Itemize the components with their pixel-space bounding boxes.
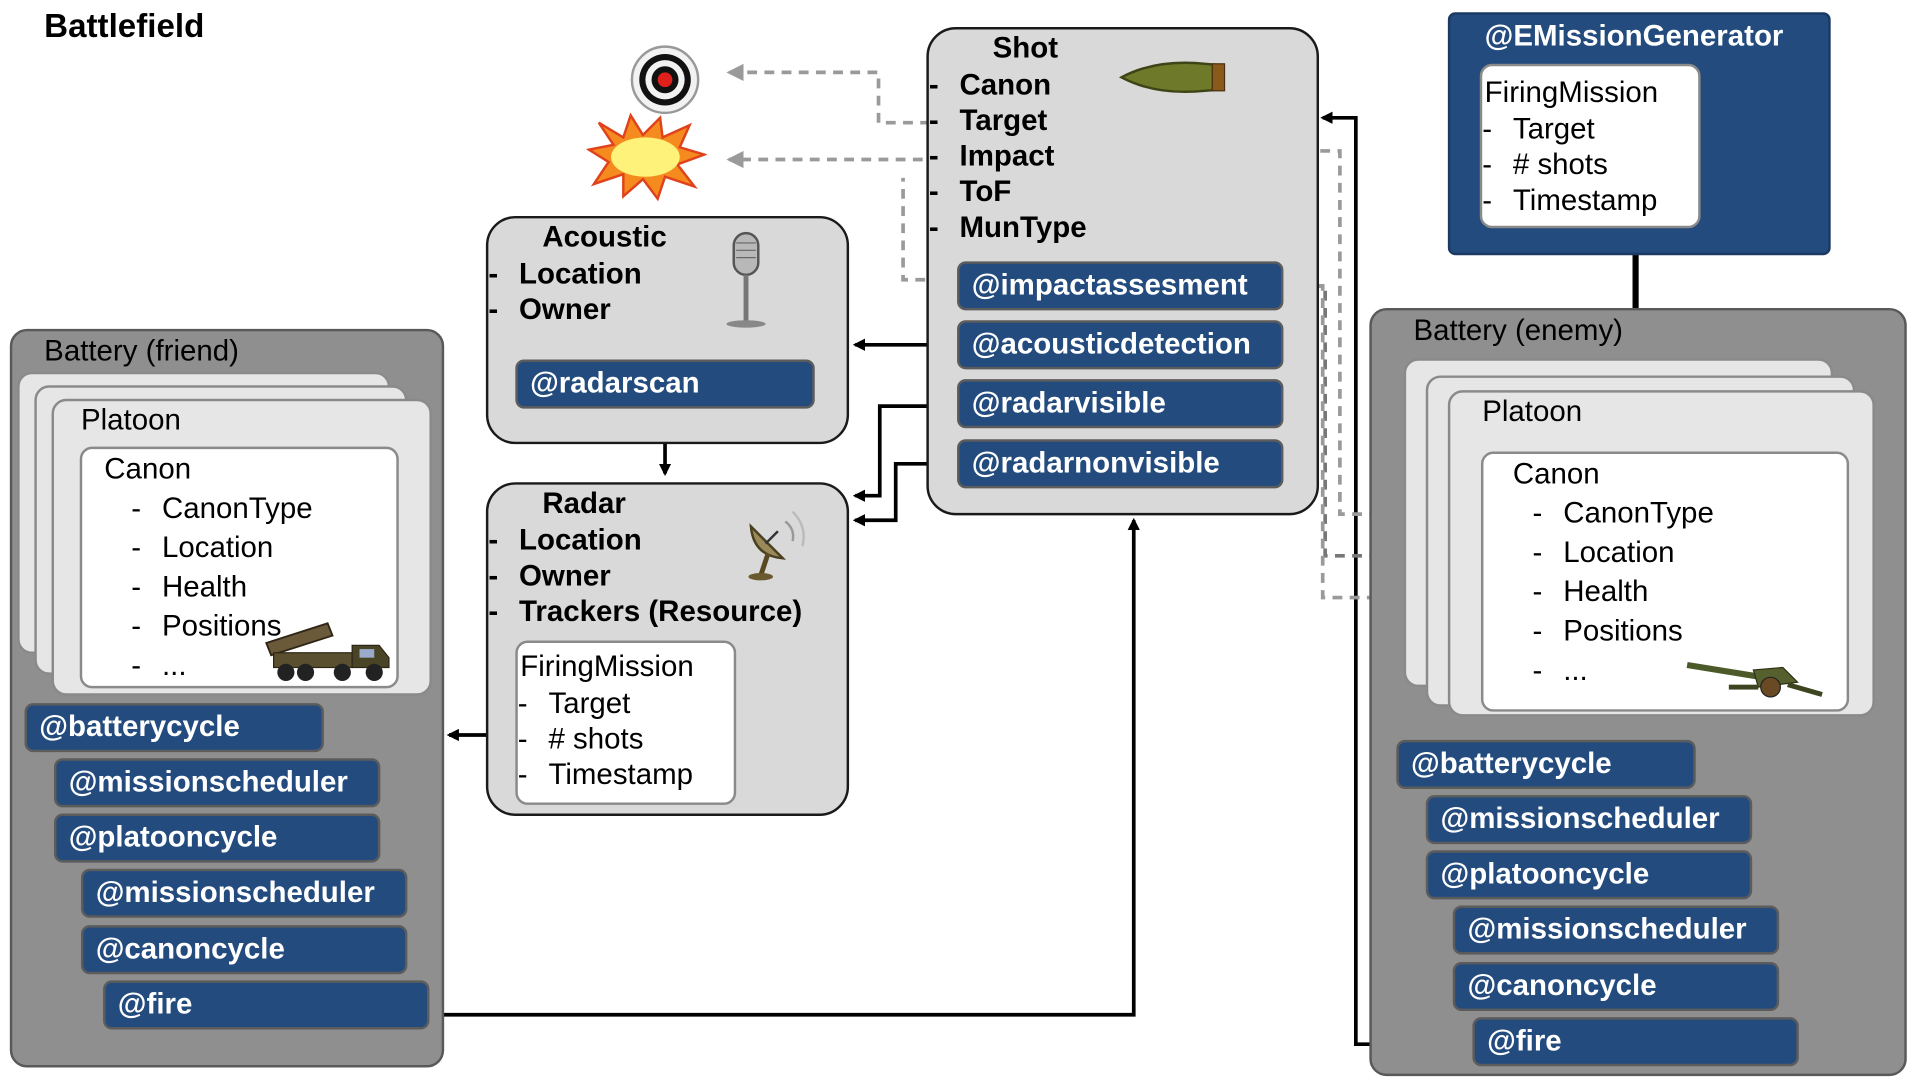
- canon-field: -Location: [131, 531, 274, 565]
- enemy-canoncycle-event[interactable]: @canoncycle: [1452, 961, 1780, 1012]
- explosion-icon: [586, 112, 707, 202]
- canon-field: -Positions: [1532, 614, 1683, 648]
- acoustic-field: -Owner: [488, 293, 611, 327]
- platoon-enemy-title: Platoon: [1482, 395, 1583, 429]
- friend-platoon-missionscheduler-event[interactable]: @missionscheduler: [80, 868, 408, 918]
- diagram-title: Battlefield: [44, 7, 205, 45]
- radar-fields: -Location -Owner -Trackers (Resource): [488, 523, 802, 630]
- platoon-friend-title: Platoon: [80, 403, 181, 437]
- firingmission-field: -Target: [517, 687, 631, 721]
- firingmission-field: -Timestamp: [1482, 184, 1658, 218]
- radar-title: Radar: [542, 487, 626, 521]
- radarscan-event[interactable]: @radarscan: [515, 359, 815, 409]
- canon-field: -...: [131, 649, 187, 683]
- howitzer-icon: [1686, 662, 1823, 698]
- canon-field: -...: [1532, 653, 1588, 688]
- acoustic-title: Acoustic: [542, 220, 667, 254]
- satellite-dish-icon: [748, 510, 805, 581]
- shot-field: -Canon: [928, 68, 1052, 102]
- friend-fire-arrow: [431, 517, 1140, 1017]
- canon-friend-title: Canon: [104, 452, 192, 486]
- battery-enemy-title: Battery (enemy): [1413, 314, 1623, 348]
- radar-field: -Trackers (Resource): [488, 595, 803, 629]
- shot-title: Shot: [992, 31, 1059, 66]
- firingmission-field: -Target: [1482, 112, 1595, 147]
- target-icon: [630, 45, 700, 115]
- rocket-launcher-icon: [265, 622, 390, 681]
- canon-field: -Location: [1532, 536, 1675, 570]
- radarnonvisible-arrow: [852, 461, 958, 527]
- shot-field: -Impact: [928, 139, 1055, 174]
- emissiongenerator-title: @EMissionGenerator: [1484, 19, 1784, 53]
- canon-field: -Health: [131, 570, 248, 604]
- canon-enemy-fields: -CanonType -Location -Health -Positions …: [1533, 494, 1714, 690]
- shot-fields: -Canon -Target -Impact -ToF -MunType: [929, 67, 1087, 245]
- radar-firingmission: FiringMission -Target -# shots -Timestam…: [515, 640, 737, 805]
- enemy-platoon-missionscheduler-event[interactable]: @missionscheduler: [1452, 905, 1780, 955]
- acoustic-box: Acoustic -Location -Owner: [485, 215, 850, 445]
- acousticdetection-event[interactable]: @acousticdetection: [957, 320, 1284, 370]
- acoustic-fields: -Location -Owner: [488, 256, 641, 327]
- enemy-missionscheduler-event[interactable]: @missionscheduler: [1425, 795, 1753, 845]
- generator-firingmission-fields: -Target -# shots -Timestamp: [1482, 112, 1657, 219]
- radarvisible-arrow: [852, 404, 958, 502]
- radarvisible-event[interactable]: @radarvisible: [957, 379, 1284, 429]
- firingmission-field: -# shots: [517, 722, 644, 756]
- radarnonvisible-event[interactable]: @radarnonvisible: [957, 439, 1284, 489]
- impactassesment-event[interactable]: @impactassesment: [957, 261, 1284, 311]
- radar-field: -Owner: [488, 559, 611, 593]
- friend-canoncycle-event[interactable]: @canoncycle: [80, 925, 408, 975]
- friend-fire-event[interactable]: @fire: [103, 980, 430, 1030]
- enemy-fire-event[interactable]: @fire: [1472, 1017, 1799, 1067]
- friend-batterycycle-event[interactable]: @batterycycle: [24, 703, 324, 753]
- shell-icon: [1119, 61, 1226, 94]
- generator-firingmission-title: FiringMission: [1484, 76, 1659, 110]
- friend-missionscheduler-event[interactable]: @missionscheduler: [53, 758, 381, 808]
- canon-enemy-title: Canon: [1512, 457, 1600, 491]
- radar-field: -Location: [488, 523, 642, 558]
- shot-field: -MunType: [928, 211, 1087, 245]
- canon-field: -CanonType: [131, 492, 313, 526]
- acoustic-field: -Location: [488, 257, 642, 291]
- radar-firingmission-fields: -Target -# shots -Timestamp: [518, 686, 693, 793]
- enemy-batterycycle-event[interactable]: @batterycycle: [1396, 739, 1696, 789]
- canon-field: -CanonType: [1532, 496, 1714, 531]
- canon-enemy-box: Canon -CanonType -Location -Health -Posi…: [1480, 451, 1850, 712]
- canon-field: -Health: [1532, 575, 1649, 609]
- canon-friend-fields: -CanonType -Location -Health -Positions …: [131, 490, 312, 686]
- friend-platooncycle-event[interactable]: @platooncycle: [53, 813, 381, 863]
- firingmission-field: -# shots: [1482, 148, 1608, 182]
- canon-friend-box: Canon -CanonType -Location -Health -Posi…: [79, 446, 399, 689]
- microphone-icon: [726, 231, 766, 328]
- target-dashed-arrow: [726, 63, 931, 125]
- shot-field: -Target: [928, 104, 1048, 138]
- generator-firingmission: FiringMission -Target -# shots -Timestam…: [1479, 63, 1701, 229]
- enemy-platooncycle-event[interactable]: @platooncycle: [1425, 850, 1753, 900]
- canon-field: -Positions: [131, 609, 282, 643]
- firingmission-field: -Timestamp: [517, 758, 694, 792]
- radar-firingmission-title: FiringMission: [520, 650, 694, 684]
- shot-field: -ToF: [928, 175, 1012, 209]
- battery-friend-title: Battery (friend): [44, 334, 239, 369]
